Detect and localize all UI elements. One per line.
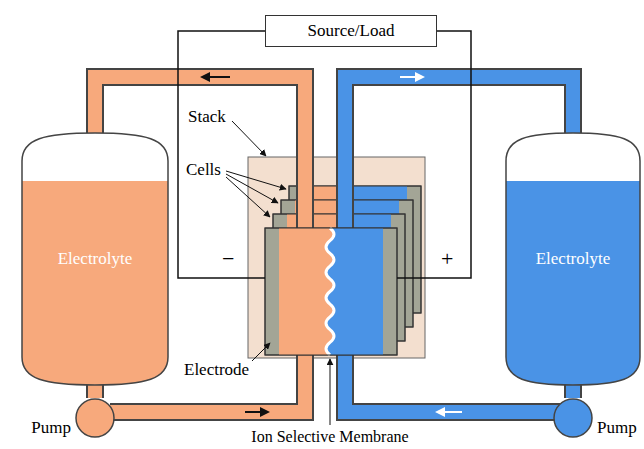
pump-symbol <box>553 398 593 438</box>
flow-arrow <box>435 407 445 417</box>
pipe-connector <box>573 385 574 398</box>
node-label: Pump <box>597 418 637 438</box>
leader-line <box>226 177 270 217</box>
pipe <box>564 385 582 398</box>
tank-border <box>506 133 640 385</box>
polarity-sign: − <box>222 246 234 271</box>
tank-border <box>22 133 168 385</box>
part-label: Ion Selective Membrane <box>251 428 408 446</box>
text-group: Source/Load <box>308 21 395 41</box>
front-cell <box>265 228 397 355</box>
node-label: Pump <box>31 418 71 438</box>
leader-line <box>226 174 278 203</box>
tank-liquid <box>506 181 640 385</box>
pipe-fill <box>88 385 102 398</box>
wire <box>397 31 471 278</box>
leader-lines <box>226 121 330 425</box>
pipe-fill <box>566 385 580 398</box>
membrane <box>326 228 334 355</box>
leader-line <box>252 343 270 361</box>
source-load-box: Source/Load <box>265 15 437 47</box>
tank-headspace <box>506 133 640 385</box>
tank-headspace <box>22 133 168 385</box>
node-label: Electrolyte <box>58 249 133 269</box>
node-label: Electrolyte <box>536 249 611 269</box>
flow-arrow <box>208 76 230 78</box>
pump-body <box>76 399 114 437</box>
part-label: Stack <box>188 107 226 127</box>
flow-arrow <box>400 76 417 78</box>
text-group: Electrolyte <box>58 249 133 269</box>
leader-line <box>226 171 286 189</box>
pump: Pump <box>553 398 593 438</box>
leader-line <box>330 359 331 425</box>
cell-outline <box>265 228 397 355</box>
text-group: Pump <box>31 418 71 438</box>
electrolyte-tank: Electrolyte <box>22 133 168 385</box>
pump-body <box>554 399 592 437</box>
flow-arrow <box>415 72 425 82</box>
pipe <box>86 385 104 398</box>
polarity-sign: + <box>441 246 453 271</box>
flow-arrow <box>260 407 270 417</box>
flow-arrow <box>200 72 210 82</box>
node-label: Source/Load <box>308 21 395 41</box>
text-group: Electrolyte <box>536 249 611 269</box>
pipe-connector <box>95 385 96 398</box>
pump: Pump <box>75 398 115 438</box>
tank-liquid <box>22 181 168 385</box>
leader-line <box>232 121 266 156</box>
flow-arrow <box>443 411 462 413</box>
electrolyte-tank: Electrolyte <box>506 133 640 385</box>
flow-arrow <box>245 411 262 413</box>
wire <box>178 31 265 278</box>
electrode-plate <box>265 228 397 355</box>
part-label: Cells <box>186 160 221 180</box>
text-group: Pump <box>597 418 637 438</box>
pump-symbol <box>75 398 115 438</box>
part-label: Electrode <box>184 360 249 380</box>
negative-half-cell <box>279 228 334 355</box>
